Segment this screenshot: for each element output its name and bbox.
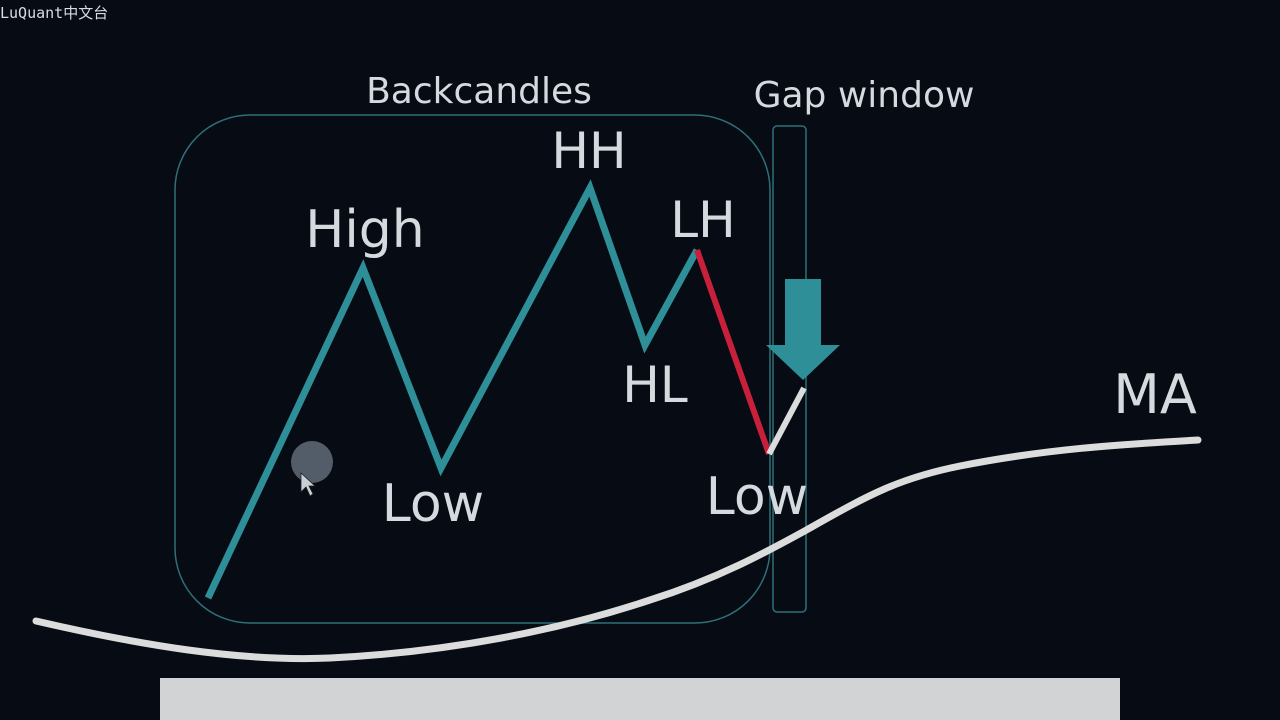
watermark-text: LuQuant中文台 xyxy=(0,4,109,22)
cursor-highlight xyxy=(291,441,333,483)
low-label-1: Low xyxy=(382,474,484,534)
hl-label: HL xyxy=(622,356,688,414)
ma-line xyxy=(32,436,1202,663)
backcandles-label: Backcandles xyxy=(366,71,592,112)
backcandles-box xyxy=(174,114,771,624)
gap-window-label: Gap window xyxy=(754,75,975,116)
down-leg-line xyxy=(694,249,772,455)
price-zigzag-line xyxy=(204,179,701,600)
rebound-leg-line xyxy=(766,386,807,456)
low-label-2: Low xyxy=(706,467,808,527)
ma-label: MA xyxy=(1113,363,1197,426)
lh-label: LH xyxy=(670,191,735,249)
high-label: High xyxy=(305,200,425,260)
down-arrow-icon xyxy=(766,279,840,380)
bottom-bar xyxy=(160,678,1120,720)
mouse-cursor-icon xyxy=(300,472,317,497)
hh-label: HH xyxy=(551,122,626,180)
